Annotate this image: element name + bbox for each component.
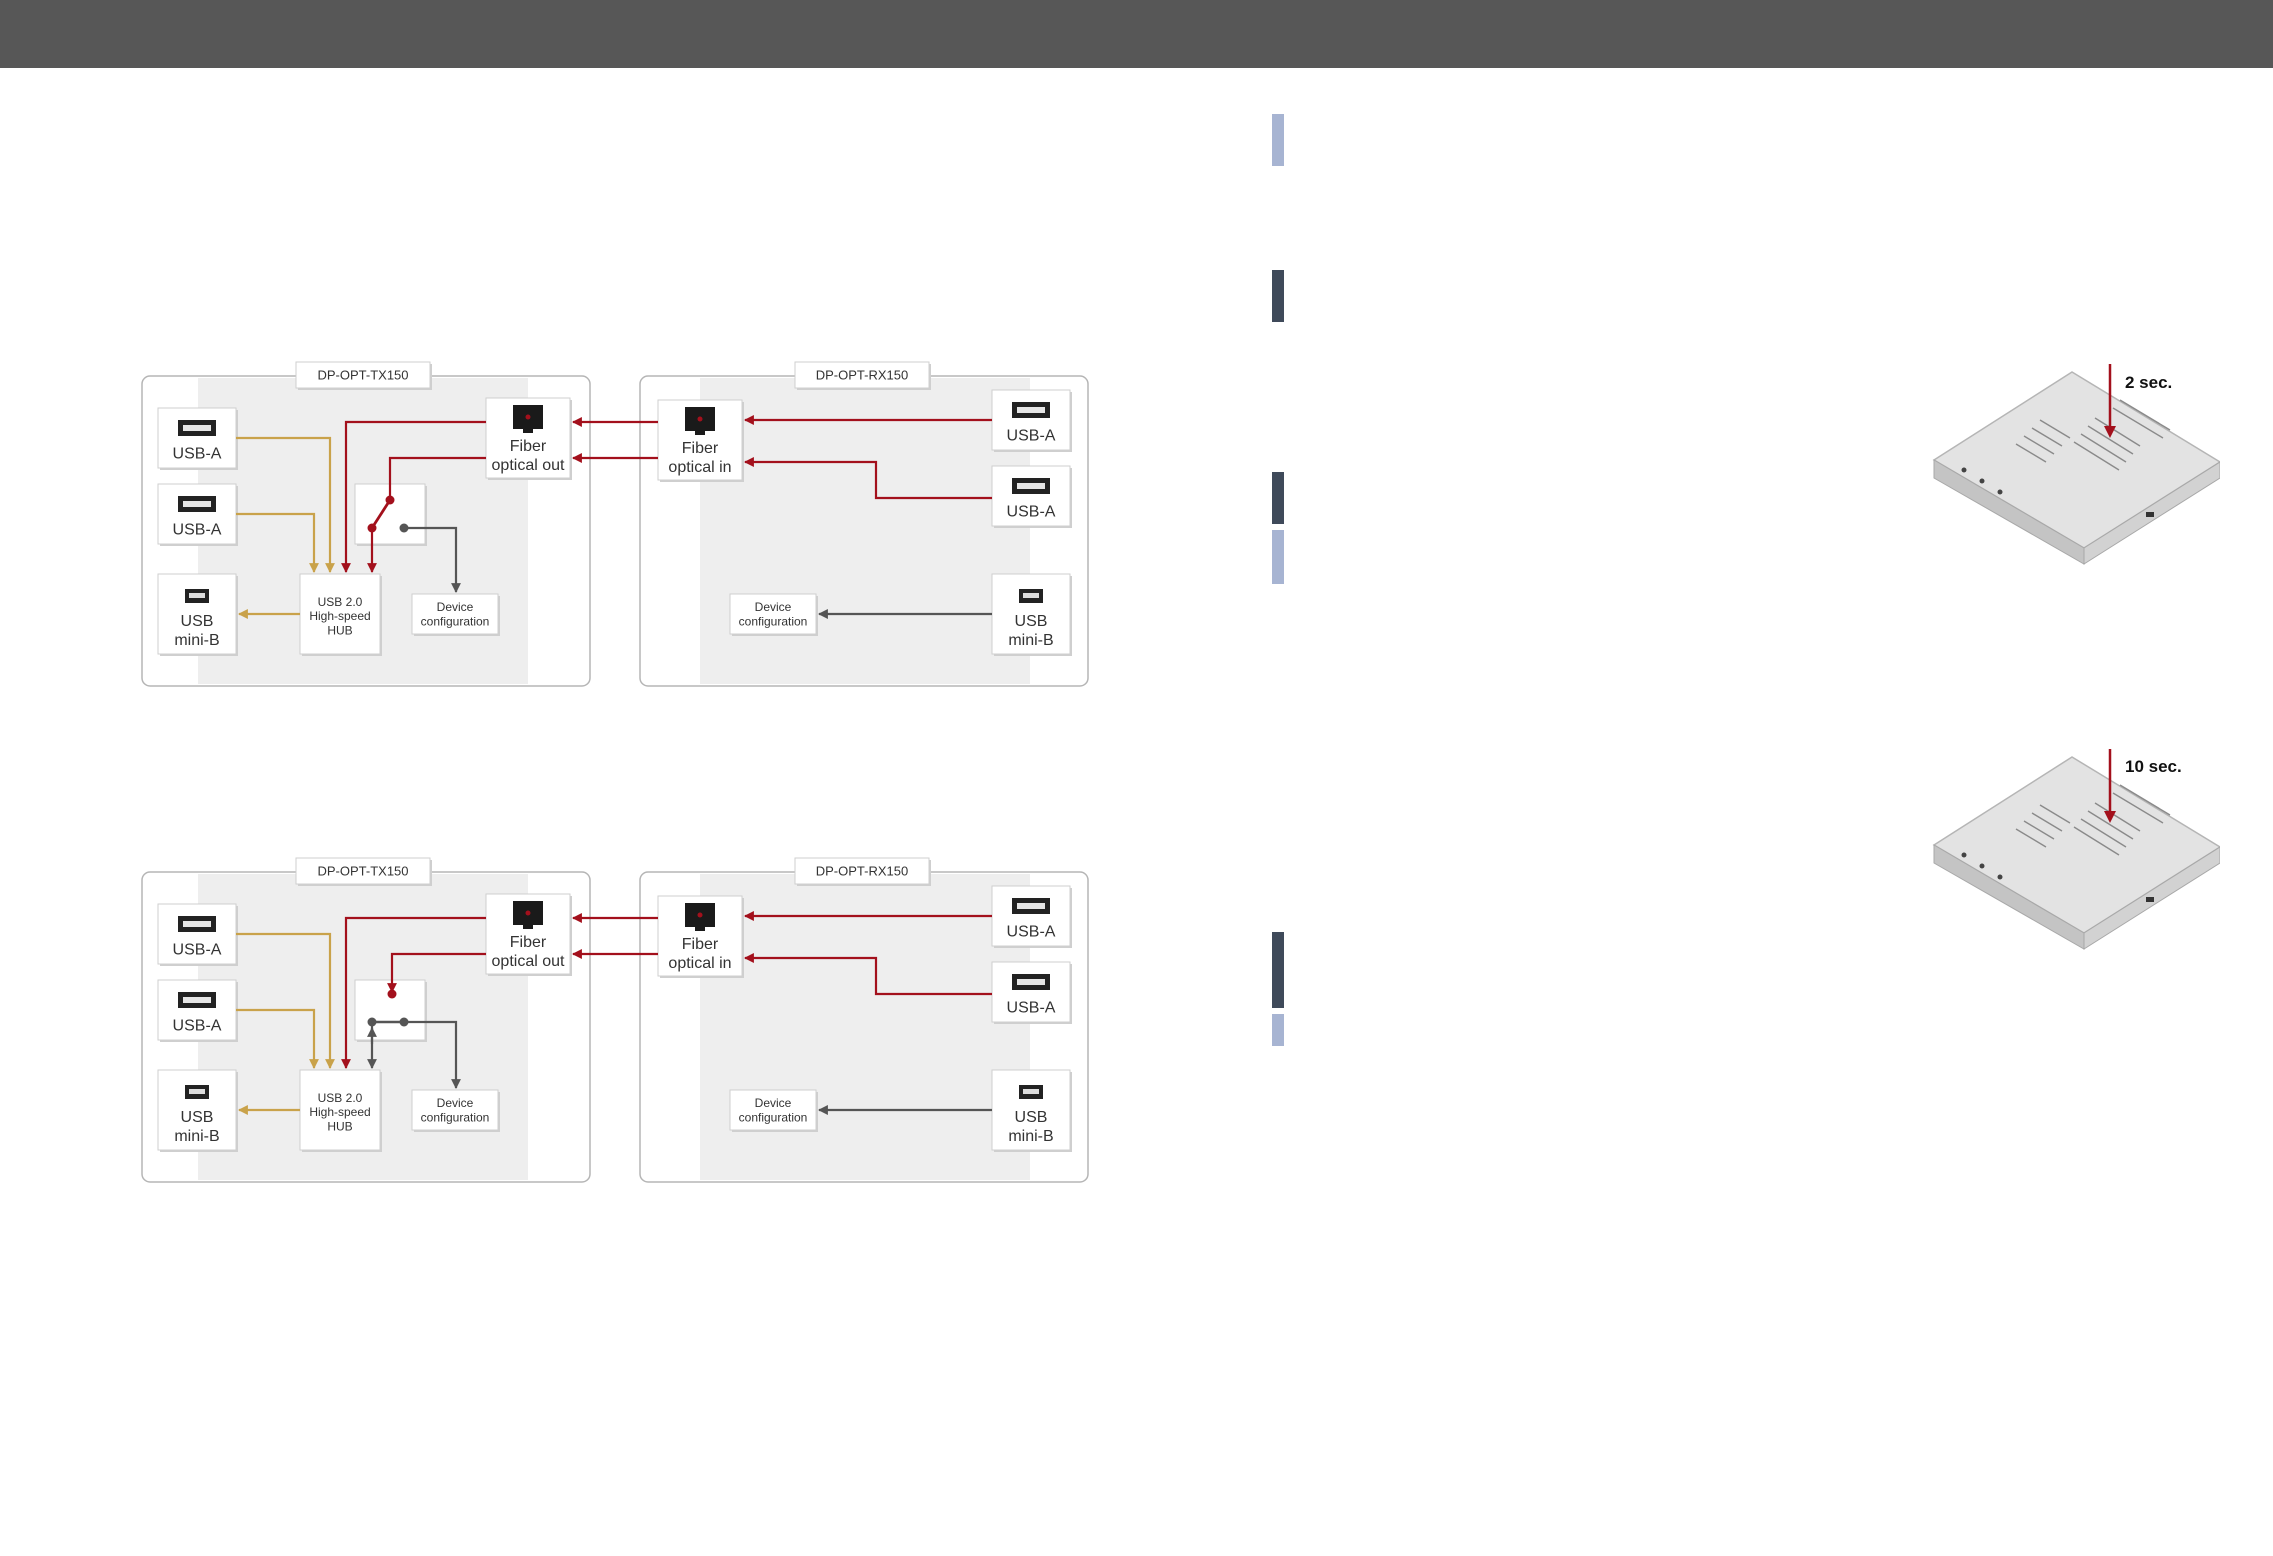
fiber-line	[341, 420, 486, 573]
rx-port-box	[991, 961, 1071, 1023]
fiber-line	[387, 952, 486, 993]
usb-a-icon	[178, 496, 216, 512]
rx-port-label: USB-A	[1007, 1000, 1056, 1017]
fiber-line	[744, 457, 992, 500]
switch-contact	[385, 495, 395, 505]
device-box-icon	[1932, 749, 2222, 950]
tx-port-label: USB-A	[173, 942, 222, 959]
hub-box	[299, 573, 381, 655]
usb-mini-b-icon	[185, 589, 209, 603]
accent-mark	[1272, 472, 1284, 524]
tx-config-box	[411, 593, 499, 635]
switch-lever	[370, 499, 392, 529]
usb-line	[236, 512, 319, 573]
rx-port-box	[991, 573, 1071, 655]
tx-port-label: USB-A	[173, 446, 222, 463]
rx-port-label: USB-A	[1007, 504, 1056, 521]
usb-a-icon	[1012, 402, 1050, 418]
tx-title-box	[295, 361, 431, 389]
usb-line	[236, 436, 335, 573]
tx-port-label: USB-A	[173, 522, 222, 539]
tx-config-box	[411, 1089, 499, 1131]
rx-port-label: USB-A	[1007, 924, 1056, 941]
rx-title: DP-OPT-RX150	[816, 864, 908, 879]
usb-mini-b-icon	[185, 1085, 209, 1099]
config-line	[404, 1020, 461, 1089]
fiber-port-icon	[685, 903, 715, 931]
config-line	[404, 526, 461, 593]
usb-a-icon	[178, 420, 216, 436]
accent-mark	[1272, 1014, 1284, 1046]
rx-title-box	[794, 361, 930, 389]
usb-line	[236, 932, 335, 1069]
tx-port-label: USB-A	[173, 1018, 222, 1035]
switch-contact	[387, 989, 397, 999]
rx-config-box	[729, 593, 817, 635]
accent-mark	[1272, 530, 1284, 584]
accent-mark	[1272, 270, 1284, 322]
rx-port-box	[991, 465, 1071, 527]
device-caption: 10 sec.	[2125, 757, 2182, 776]
device-image-2sec	[1920, 360, 2222, 570]
tx-title: DP-OPT-TX150	[317, 368, 408, 383]
fiber-line	[744, 953, 992, 996]
usb-a-icon	[178, 916, 216, 932]
rx-shade	[700, 378, 1030, 684]
usb-mini-b-icon	[1019, 589, 1043, 603]
accent-mark	[1272, 114, 1284, 166]
fiber-line	[341, 916, 486, 1069]
usb-line	[236, 1008, 319, 1069]
device-image-10sec	[1920, 745, 2222, 955]
tx-port-box	[157, 979, 237, 1041]
rx-shade	[700, 874, 1030, 1180]
device-box-icon	[1932, 364, 2222, 565]
tx-port-box	[157, 903, 237, 965]
rx-title-box	[794, 857, 930, 885]
usb-mini-b-icon	[1019, 1085, 1043, 1099]
rx-config-box	[729, 1089, 817, 1131]
fiber-port-icon	[685, 407, 715, 435]
tx-port-box	[157, 1069, 237, 1151]
fiber-port-icon	[513, 405, 543, 433]
rx-port-box	[991, 885, 1071, 947]
usb-a-icon	[178, 992, 216, 1008]
top-header-bar	[0, 0, 2273, 68]
usb-a-icon	[1012, 478, 1050, 494]
fiber-port-icon	[513, 901, 543, 929]
usb-a-icon	[1012, 898, 1050, 914]
usb-a-icon	[1012, 974, 1050, 990]
rx-title: DP-OPT-RX150	[816, 368, 908, 383]
device-caption: 2 sec.	[2125, 373, 2173, 392]
switch-box	[354, 979, 426, 1041]
fiber-line	[388, 456, 486, 500]
rx-port-box	[991, 1069, 1071, 1151]
tx-port-box	[157, 573, 237, 655]
rx-port-label: USB-A	[1007, 428, 1056, 445]
tx-title: DP-OPT-TX150	[317, 864, 408, 879]
accent-mark	[1272, 932, 1284, 1008]
tx-title-box	[295, 857, 431, 885]
